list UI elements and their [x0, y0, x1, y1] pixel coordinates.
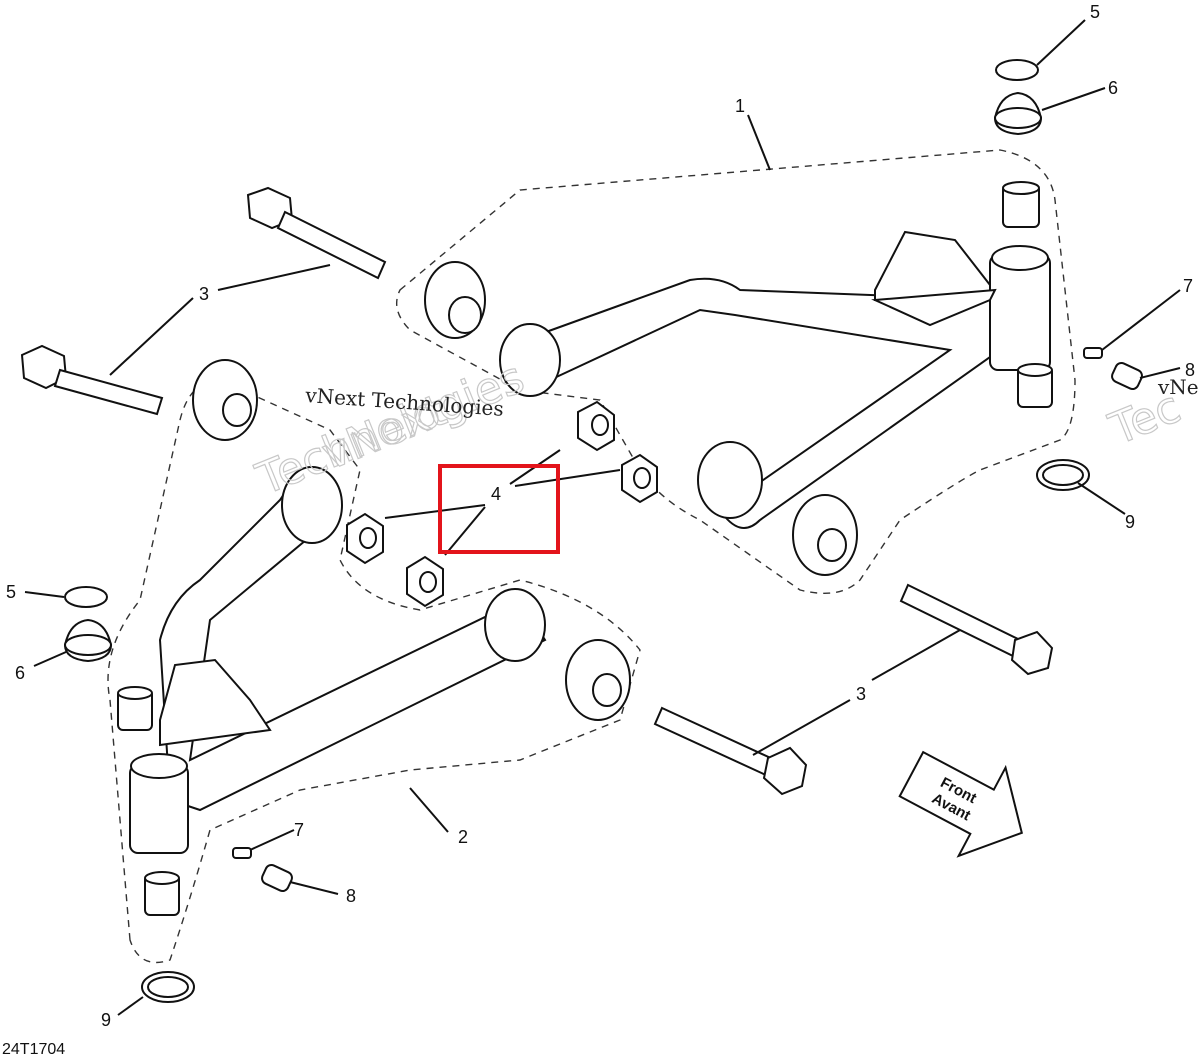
watermark-brand2: Technologies	[249, 352, 531, 506]
callout-1: 1	[735, 96, 745, 116]
callout-3-right: 3	[856, 684, 866, 704]
group-outline-upper-arm	[396, 149, 1076, 595]
callout-4: 4	[491, 484, 501, 504]
nut-c	[346, 512, 384, 565]
bolt-mid-left	[20, 344, 164, 416]
callout-2: 2	[458, 827, 468, 847]
callout-9-upper: 9	[1125, 512, 1135, 532]
o-ring-lower	[64, 586, 108, 608]
ring-upper-inner	[1042, 464, 1084, 486]
dust-cap-lower	[63, 618, 113, 663]
grease-fitting-lower	[232, 847, 252, 859]
nut-d	[406, 555, 444, 608]
callout-9-lower: 9	[101, 1010, 111, 1030]
bolt-lower-right	[653, 706, 808, 796]
upper-control-arm	[424, 181, 1053, 576]
callout-3-left: 3	[199, 284, 209, 304]
callout-5-lower: 5	[6, 582, 16, 602]
lower-control-arm	[117, 359, 631, 916]
bolt-upper-left	[246, 186, 387, 280]
callout-5-upper: 5	[1090, 2, 1100, 22]
callout-7-upper: 7	[1183, 276, 1193, 296]
nut-a	[577, 400, 615, 452]
grease-fitting-upper	[1083, 347, 1103, 359]
sleeve-upper	[1111, 361, 1143, 391]
sleeve-lower	[261, 863, 293, 893]
bolt-right	[899, 583, 1054, 676]
dust-cap-upper	[993, 91, 1043, 136]
watermark-edge: vNe	[1157, 375, 1199, 399]
callout-8-lower: 8	[346, 886, 356, 906]
leader-lines	[24, 19, 1181, 1016]
callout-6-lower: 6	[15, 663, 25, 683]
callout-8-upper: 8	[1185, 360, 1195, 380]
highlight-box	[438, 464, 560, 554]
callout-labels: 1 2 3 3 4 5 5 6 6 7 7 8 8 9 9	[6, 2, 1195, 1030]
ring-lower-inner	[147, 976, 189, 998]
figure-id: 24T1704	[2, 1041, 65, 1058]
callout-7-lower: 7	[294, 820, 304, 840]
front-direction-arrow: Front Avant	[898, 750, 1023, 858]
nut-b	[621, 453, 658, 504]
callout-6-upper: 6	[1108, 78, 1118, 98]
o-ring-upper	[995, 59, 1039, 81]
